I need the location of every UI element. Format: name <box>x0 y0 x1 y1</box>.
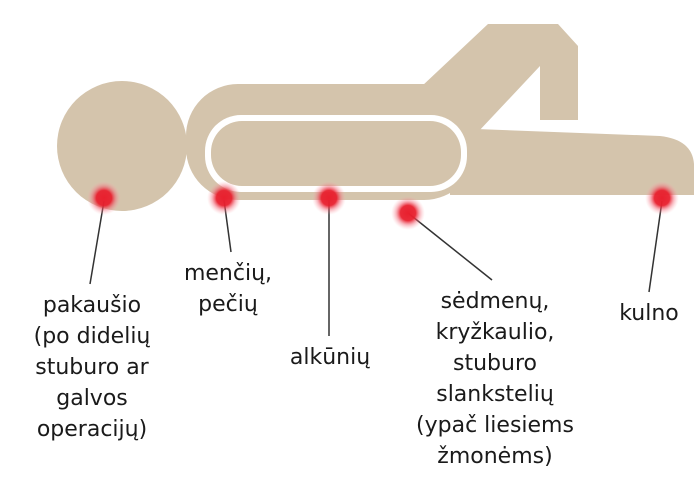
pressure-point-elbows <box>312 181 346 215</box>
label-shoulders: menčių, pečių <box>168 258 288 320</box>
pressure-point-sacrum <box>391 196 425 230</box>
label-heel: kulno <box>604 298 694 329</box>
pressure-point-head <box>87 181 121 215</box>
head-shape <box>57 81 187 211</box>
pressure-point-shoulders <box>207 181 241 215</box>
label-elbows: alkūnių <box>270 342 390 373</box>
pressure-point-heel <box>645 181 679 215</box>
arm-shape <box>211 121 461 186</box>
label-sacrum: sėdmenų, kryžkaulio, stuburo slankstelių… <box>390 286 600 472</box>
label-head: pakaušio (po didelių stuburo ar galvos o… <box>12 290 172 445</box>
